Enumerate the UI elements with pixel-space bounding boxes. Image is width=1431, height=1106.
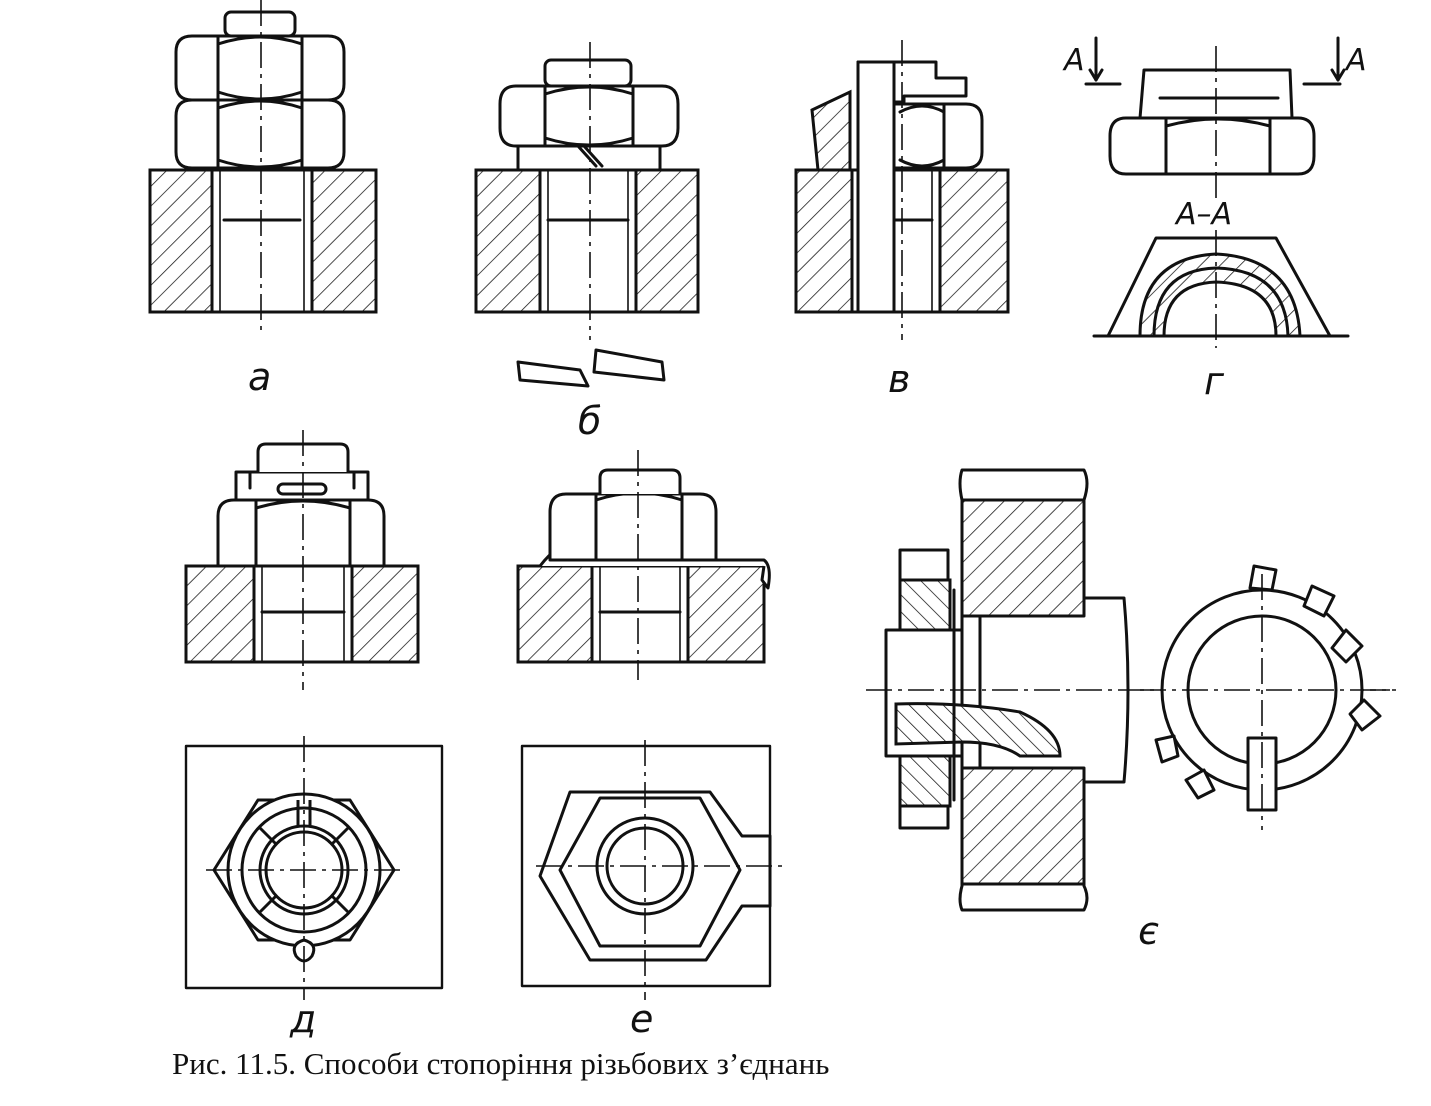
view-a-locknut: а xyxy=(148,0,378,399)
label-v: в xyxy=(888,357,910,401)
view-e-tab-washer: е xyxy=(516,450,784,1041)
view-g-deformed-collar: А А А–А г xyxy=(1062,36,1367,403)
label-e: е xyxy=(630,997,653,1041)
view-d-castle-nut: д xyxy=(184,430,444,1041)
label-ye: є xyxy=(1138,909,1159,953)
label-a: а xyxy=(248,355,271,399)
view-ye-round-nut-washer: є xyxy=(866,468,1396,953)
section-mark-left: А xyxy=(1062,43,1085,78)
section-title: А–А xyxy=(1174,197,1232,232)
section-mark-right: А xyxy=(1344,43,1367,78)
figure-caption: Рис. 11.5. Способи стопоріння різьбових … xyxy=(172,1046,829,1081)
label-d: д xyxy=(289,997,316,1041)
label-g: г xyxy=(1204,359,1225,403)
label-b: б xyxy=(578,399,601,443)
view-b-spring-washer: б xyxy=(474,42,700,443)
view-v-lock-plate: в xyxy=(794,40,1010,401)
